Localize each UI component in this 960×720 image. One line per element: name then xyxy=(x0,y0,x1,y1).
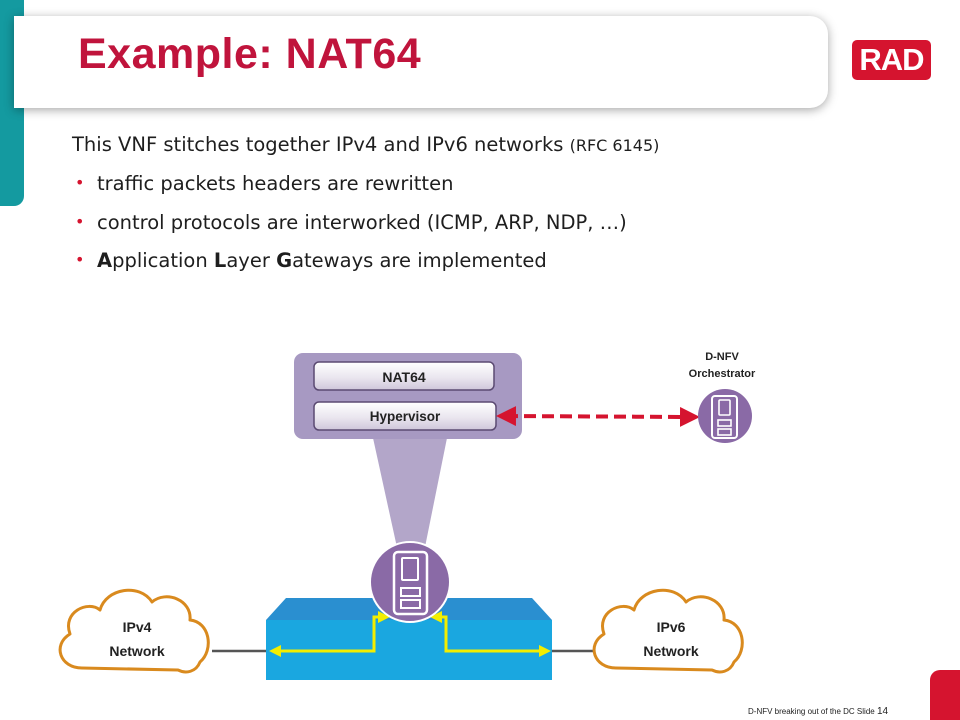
bullet-3-a: A xyxy=(97,249,113,272)
ipv6-label-line2: Network xyxy=(643,643,698,659)
traffic-path-ipv4 xyxy=(269,611,390,657)
ipv4-cloud: IPv4 Network xyxy=(58,588,210,674)
hypervisor-label: Hypervisor xyxy=(370,409,441,424)
slide-number: 14 xyxy=(876,706,889,717)
title-band xyxy=(14,16,828,108)
rad-logo-text: RAD xyxy=(859,42,924,77)
bullet-text-1: traffic packets headers are rewritten xyxy=(97,172,454,195)
bullet-text-2: control protocols are interworked (ICMP,… xyxy=(97,211,627,234)
bullet-3-c: L xyxy=(213,249,227,272)
ipv6-cloud: IPv6 Network xyxy=(592,588,744,674)
footer-text: D-NFV breaking out of the DC Slide xyxy=(748,707,877,716)
ipv6-label-line1: IPv6 xyxy=(657,619,686,635)
hypervisor-bar: Hypervisor xyxy=(313,401,497,431)
bullet-dot-icon: • xyxy=(75,212,85,231)
bullet-3-d: ayer xyxy=(226,249,277,272)
bullet-3-e: G xyxy=(276,249,293,272)
orchestrator-control-arrow xyxy=(496,406,700,427)
traffic-path-ipv6 xyxy=(430,611,551,657)
intro-rfc: (RFC 6145) xyxy=(569,136,660,155)
bullet-dot-icon: • xyxy=(75,173,85,192)
ipv4-label-line1: IPv4 xyxy=(123,619,152,635)
orchestrator-label-line2: Orchestrator xyxy=(689,368,756,380)
ipv4-label-line2: Network xyxy=(109,643,164,659)
device-server-icon xyxy=(369,541,451,623)
bullet-item-3: • Application Layer Gateways are implemen… xyxy=(75,249,547,272)
bullet-item-2: • control protocols are interworked (ICMP… xyxy=(75,211,627,234)
orchestrator-server-icon xyxy=(698,389,752,443)
bullet-3-f: ateways are implemented xyxy=(292,249,547,272)
zoom-callout-cone xyxy=(373,438,447,552)
orchestrator-label-line1: D-NFV xyxy=(705,351,739,363)
bullet-dot-icon: • xyxy=(75,250,85,269)
slide-title: Example: NAT64 xyxy=(78,30,422,78)
intro-text: This VNF stitches together IPv4 and IPv6… xyxy=(72,133,659,156)
nat64-bar: NAT64 xyxy=(313,361,495,391)
rad-logo: RAD xyxy=(852,40,931,80)
slide-footer: D-NFV breaking out of the DC Slide 14 xyxy=(748,706,888,717)
bullet-item-1: • traffic packets headers are rewritten xyxy=(75,172,453,195)
intro-main: This VNF stitches together IPv4 and IPv6… xyxy=(72,133,570,156)
nat64-label: NAT64 xyxy=(382,369,426,385)
bottom-accent-tab xyxy=(930,670,960,720)
bullet-3-b: pplication xyxy=(112,249,214,272)
